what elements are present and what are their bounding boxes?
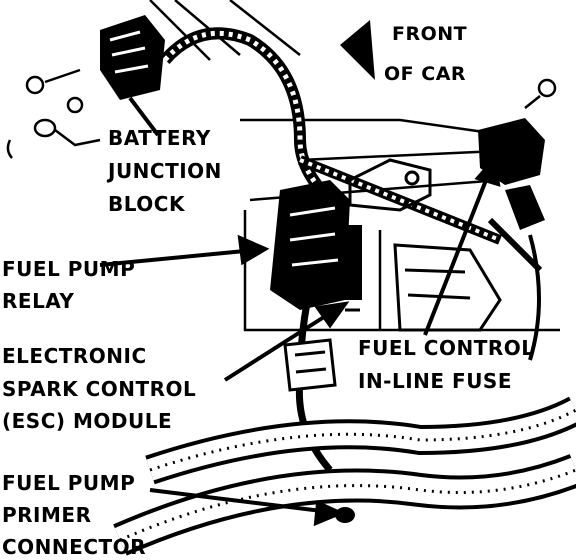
- fuel-pump-relay: [270, 180, 350, 310]
- svg-text:JUNCTION: JUNCTION: [106, 159, 222, 183]
- hardware-bolts: [6, 68, 101, 159]
- label-primer-connector: FUEL PUMP PRIMER CONNECTOR: [2, 471, 146, 559]
- front-arrow-icon: [340, 20, 375, 80]
- svg-text:RELAY: RELAY: [2, 289, 74, 313]
- svg-text:FUEL PUMP: FUEL PUMP: [2, 471, 135, 495]
- svg-text:FUEL CONTROL: FUEL CONTROL: [358, 336, 534, 360]
- svg-text:(ESC) MODULE: (ESC) MODULE: [2, 409, 172, 433]
- primer-connector: [283, 338, 355, 523]
- svg-text:CONNECTOR: CONNECTOR: [2, 535, 146, 559]
- svg-text:FUEL PUMP: FUEL PUMP: [2, 257, 135, 281]
- svg-text:ELECTRONIC: ELECTRONIC: [2, 344, 147, 368]
- hose: [113, 396, 576, 556]
- leader-lines: [99, 96, 501, 527]
- svg-text:SPARK CONTROL: SPARK CONTROL: [2, 377, 196, 401]
- screw-icon: [524, 78, 557, 109]
- front-label: FRONT: [392, 23, 467, 45]
- label-fuel-control-fuse: FUEL CONTROL IN-LINE FUSE: [358, 336, 534, 393]
- svg-text:BATTERY: BATTERY: [108, 126, 211, 150]
- side-component: [393, 243, 502, 332]
- battery-junction-block: [100, 15, 165, 100]
- of-car-label: OF CAR: [384, 63, 466, 85]
- label-front-of-car: FRONT OF CAR: [384, 23, 467, 85]
- label-fuel-pump-relay: FUEL PUMP RELAY: [2, 257, 135, 313]
- label-esc-module: ELECTRONIC SPARK CONTROL (ESC) MODULE: [2, 344, 196, 433]
- label-battery-junction-block: BATTERY JUNCTION BLOCK: [106, 126, 222, 216]
- esc-module: [340, 225, 362, 312]
- bracket: [348, 158, 432, 212]
- svg-text:IN-LINE FUSE: IN-LINE FUSE: [358, 369, 512, 393]
- svg-text:PRIMER: PRIMER: [2, 503, 91, 527]
- svg-text:BLOCK: BLOCK: [108, 192, 186, 216]
